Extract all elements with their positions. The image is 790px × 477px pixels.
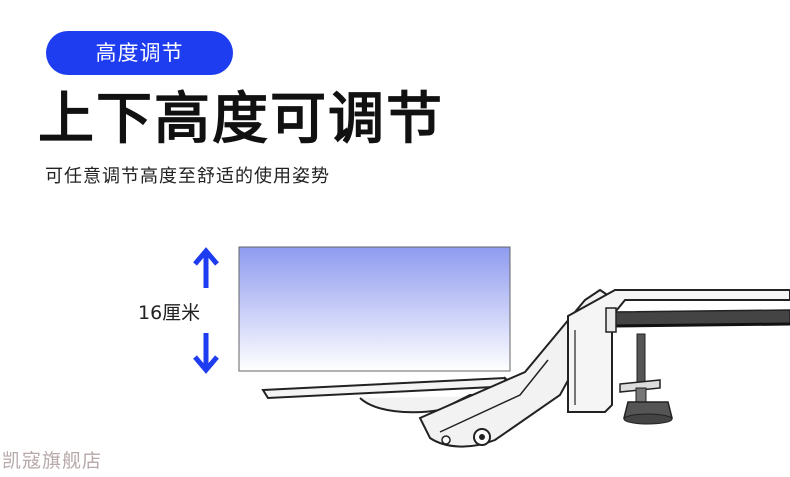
height-range-box [238, 246, 511, 372]
page-title: 上下高度可调节 [38, 87, 444, 152]
page-subtitle: 可任意调节高度至舒适的使用姿势 [45, 166, 330, 187]
support-arm [418, 288, 617, 448]
height-range-label: 16厘米 [138, 302, 201, 324]
arrow-down-icon [193, 333, 219, 374]
desk-clamp [567, 289, 790, 425]
arrow-up-icon [193, 247, 219, 288]
feature-badge: 高度调节 [46, 31, 233, 75]
store-watermark: 凯寇旗舰店 [2, 450, 103, 472]
